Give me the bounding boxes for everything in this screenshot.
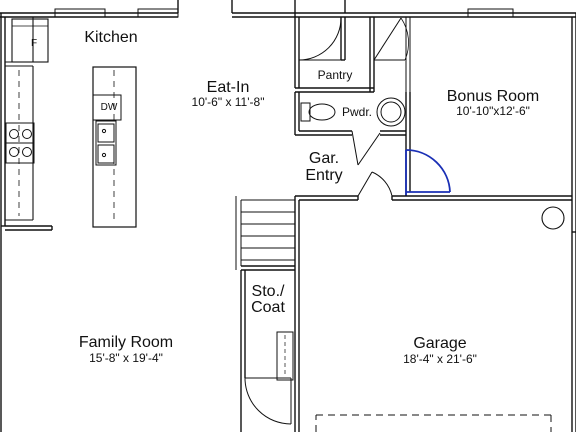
bonus-room-door — [405, 149, 451, 196]
garage-entry-label-2: Entry — [305, 167, 343, 184]
powder-room-label: Pwdr. — [341, 105, 373, 119]
storage-door — [244, 377, 292, 425]
coat-shelf — [276, 331, 294, 381]
exterior-left-wall — [0, 13, 6, 432]
eat-in-label: Eat-In — [206, 79, 250, 96]
powder-room-walls — [294, 92, 411, 136]
fridge-label: F — [30, 38, 38, 49]
sink-icon — [95, 120, 117, 166]
storage-closet-walls — [240, 265, 295, 432]
water-heater-icon — [541, 206, 565, 230]
garage-door-track — [315, 414, 552, 432]
kitchen-label: Kitchen — [84, 29, 138, 46]
powder-door — [351, 130, 381, 166]
garage-entry-door — [357, 171, 393, 197]
bonus-room-closet-door — [373, 17, 411, 100]
staircase — [235, 196, 295, 270]
powder-sink-icon — [376, 97, 406, 127]
fridge-icon — [11, 18, 49, 63]
family-room-left-wall — [1, 225, 53, 231]
toilet-icon — [300, 102, 336, 122]
garage-left-wall — [294, 196, 300, 432]
pantry-label: Pantry — [317, 68, 353, 82]
exterior-right-wall — [571, 13, 576, 432]
bonus-room-label: Bonus Room — [446, 88, 540, 105]
eat-in-dims: 10'-6" x 11'-8" — [191, 95, 265, 109]
dishwasher-label: DW — [100, 102, 118, 113]
bonus-room-dims: 10'-10"x12'-6" — [456, 104, 530, 118]
storage-coat-label-2: Coat — [251, 299, 285, 316]
garage-dims: 18'-4" x 21'-6" — [403, 352, 477, 366]
pantry-door — [298, 17, 342, 61]
garage-top-wall — [295, 195, 572, 201]
top-windows — [54, 8, 514, 18]
storage-coat-label-1: Sto./ — [251, 283, 285, 300]
cooktop-icon — [5, 122, 35, 164]
kitchen-counter-left — [5, 17, 34, 221]
garage-entry-label-1: Gar. — [308, 150, 340, 167]
dishwasher-icon — [92, 94, 122, 121]
garage-label: Garage — [413, 335, 467, 352]
family-room-label: Family Room — [78, 334, 174, 351]
family-room-dims: 15'-8" x 19'-4" — [89, 351, 163, 365]
